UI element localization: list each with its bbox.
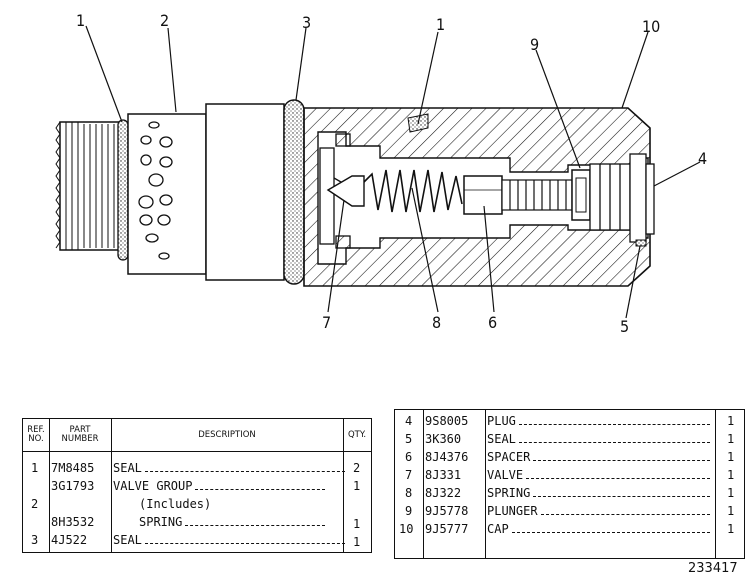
qty-cell: 1 — [727, 432, 735, 446]
seal-3-oring — [283, 99, 305, 285]
desc-cell: VALVE — [487, 468, 711, 482]
qty-cell: 1 — [727, 468, 735, 482]
callout-1-right: 1 — [436, 15, 445, 34]
part-cell: 8J322 — [425, 486, 462, 500]
desc-cell: PLUG — [487, 414, 711, 428]
parts-table-right: 4 9S8005 PLUG 1 5 3K360 SEAL 1 6 8J4376 SPACER 1 7 8J… — [394, 409, 745, 559]
callout-5: 5 — [620, 317, 629, 336]
plunger-rod — [501, 179, 573, 211]
desc-cell: SEAL — [113, 533, 345, 547]
callout-9: 9 — [530, 35, 539, 54]
desc-cell: SPACER — [487, 450, 711, 464]
part-cell: 9J5777 — [425, 522, 469, 536]
part-cell: 4J522 — [51, 533, 88, 547]
callout-1-left: 1 — [76, 11, 85, 30]
part-cell: 7M8485 — [51, 461, 95, 475]
callout-10: 10 — [642, 17, 660, 36]
ref-cell: 3 — [31, 533, 39, 547]
callout-4: 4 — [698, 149, 707, 168]
seal-1-left — [117, 119, 129, 261]
valve-cone — [326, 175, 365, 207]
threaded-end — [55, 121, 121, 251]
qty-cell: 1 — [353, 517, 361, 531]
spacer — [463, 175, 503, 215]
header-qty: QTY. — [343, 419, 371, 452]
qty-cell: 1 — [727, 522, 735, 536]
qty-cell: 1 — [353, 535, 361, 549]
parts-table-left: REF. NO. PART NUMBER DESCRIPTION QTY. 1 … — [22, 418, 372, 553]
qty-cell: 1 — [727, 414, 735, 428]
desc-cell: CAP — [487, 522, 711, 536]
header-part-number: PART NUMBER — [49, 419, 111, 452]
leader-lines — [85, 25, 701, 319]
desc-cell: SEAL — [487, 432, 711, 446]
ref-cell: 4 — [405, 414, 413, 428]
part-cell: 9J5778 — [425, 504, 469, 518]
header-ref-no: REF. NO. — [23, 419, 49, 452]
part-cell: 3K360 — [425, 432, 462, 446]
qty-cell: 1 — [727, 450, 735, 464]
callout-6: 6 — [488, 313, 497, 332]
desc-cell: SPRING — [487, 486, 711, 500]
cap-and-plug — [589, 153, 655, 243]
ref-cell: 7 — [405, 468, 413, 482]
spring — [363, 169, 463, 213]
part-cell: 8H3532 — [51, 515, 95, 529]
desc-cell: (Includes) — [139, 497, 212, 511]
ref-cell: 8 — [405, 486, 413, 500]
part-cell: 8J4376 — [425, 450, 469, 464]
ref-cell: 9 — [405, 504, 413, 518]
part-cell: 8J331 — [425, 468, 462, 482]
ref-cell: 5 — [405, 432, 413, 446]
ref-cell: 2 — [31, 497, 39, 511]
sleeve — [205, 103, 285, 281]
qty-cell: 1 — [353, 479, 361, 493]
valve-body-hex — [127, 113, 207, 275]
desc-cell: SPRING — [139, 515, 326, 529]
qty-cell: 1 — [727, 486, 735, 500]
figure-number: 233417 — [688, 561, 738, 576]
callout-2: 2 — [160, 11, 169, 30]
qty-cell: 1 — [727, 504, 735, 518]
desc-cell: VALVE GROUP — [113, 479, 326, 493]
desc-cell: PLUNGER — [487, 504, 711, 518]
seal-5 — [635, 239, 647, 247]
callout-3: 3 — [302, 13, 311, 32]
callout-7: 7 — [322, 313, 331, 332]
part-cell: 9S8005 — [425, 414, 469, 428]
ref-cell: 6 — [405, 450, 413, 464]
ref-cell: 10 — [399, 522, 414, 536]
desc-cell: SEAL — [113, 461, 345, 475]
callout-8: 8 — [432, 313, 441, 332]
header-description: DESCRIPTION — [111, 419, 343, 452]
qty-cell: 2 — [353, 461, 361, 475]
ref-cell: 1 — [31, 461, 39, 475]
part-cell: 3G1793 — [51, 479, 95, 493]
valve-cross-section-diagram: 1 2 3 1 9 10 4 7 8 6 5 — [55, 11, 707, 336]
